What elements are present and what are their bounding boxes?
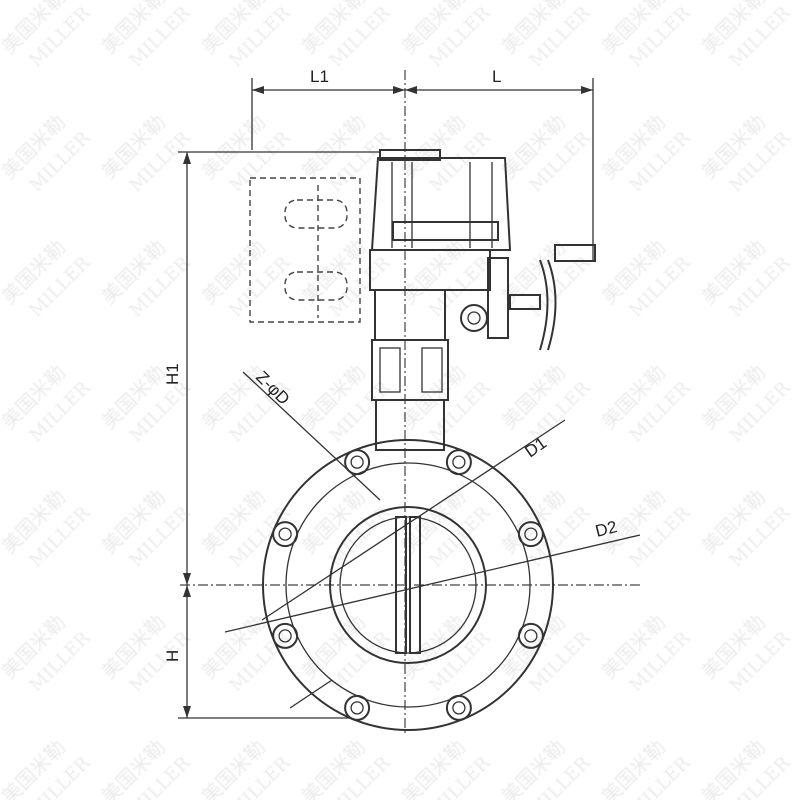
- dimension-h1-h: H1 H: [163, 151, 380, 719]
- bolt-hole: [452, 455, 466, 469]
- bolt-hole: [445, 694, 472, 721]
- bolt-hole: [344, 449, 371, 476]
- bolt-holes: [272, 449, 544, 721]
- electric-actuator: [369, 149, 596, 451]
- leader-lines: Z-φD D1 D2: [224, 367, 641, 709]
- bolt-hole: [517, 622, 544, 649]
- dimension-label-bolt-holes: Z-φD: [252, 367, 293, 408]
- bolt-hole: [344, 694, 371, 721]
- bolt-hole: [272, 521, 299, 548]
- bolt-hole: [350, 455, 364, 469]
- bolt-hole: [445, 449, 472, 476]
- alternate-actuator-outline: [249, 177, 361, 323]
- valve-body: [262, 439, 554, 731]
- bolt-hole: [524, 527, 538, 541]
- bolt-hole: [524, 629, 538, 643]
- dimension-label-h: H: [163, 650, 182, 662]
- dimension-label-h1: H1: [163, 363, 182, 385]
- bolt-hole: [278, 527, 292, 541]
- dimension-l1-l: L1 L: [251, 67, 594, 262]
- dimension-label-d1: D1: [521, 433, 550, 461]
- bolt-hole: [272, 622, 299, 649]
- bolt-hole: [452, 701, 466, 715]
- dimension-label-l: L: [492, 67, 501, 86]
- bolt-hole: [278, 629, 292, 643]
- bolt-hole: [350, 701, 364, 715]
- bolt-hole: [517, 521, 544, 548]
- dimension-label-d2: D2: [593, 517, 619, 541]
- dimension-label-l1: L1: [310, 67, 329, 86]
